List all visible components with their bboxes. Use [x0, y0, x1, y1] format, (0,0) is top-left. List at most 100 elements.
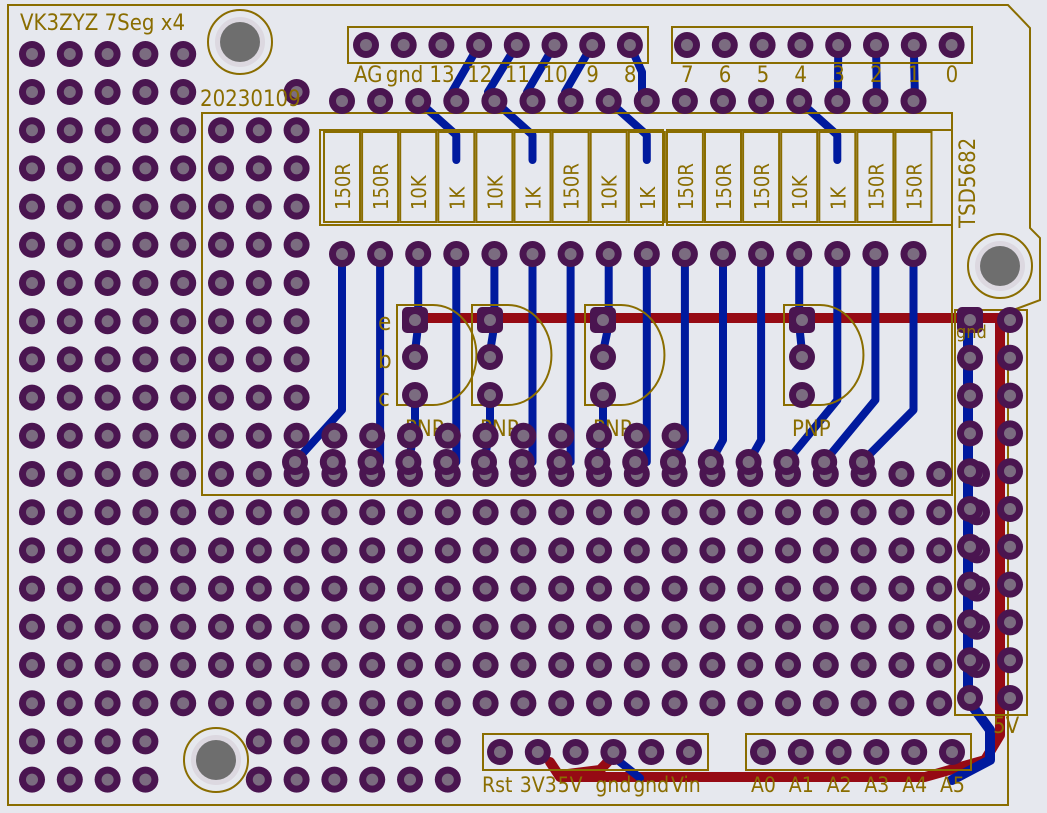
pad-hole [964, 578, 976, 591]
pad-hole [374, 248, 387, 260]
pad-hole [290, 315, 303, 328]
pad-hole [139, 391, 152, 404]
pad-hole [819, 620, 832, 633]
pad-hole [593, 582, 605, 595]
pad-hole [668, 659, 681, 671]
pad-hole [831, 95, 844, 107]
pad-hole [593, 506, 605, 519]
pad-hole [857, 697, 870, 710]
header-label: Rst [482, 773, 512, 797]
resistor-value: 1K [522, 186, 546, 210]
header-label: 9 [586, 63, 599, 88]
pad-hole [623, 39, 636, 51]
pad-hole [328, 582, 341, 595]
mount-hole [220, 22, 260, 62]
transistor-outline [471, 304, 553, 406]
mount-hole-ring [183, 727, 249, 793]
pad-hole [404, 773, 416, 786]
pad-hole [794, 746, 807, 758]
base-trace [411, 250, 423, 356]
resistor-body [894, 131, 933, 223]
pad-hole [630, 544, 643, 557]
pad-hole [744, 506, 757, 519]
pad-hole [564, 95, 577, 107]
pad-hole [366, 697, 379, 710]
pad-grid [19, 32, 1023, 793]
pad-hole [26, 735, 38, 748]
pad-hole [26, 277, 38, 289]
pad-hole [517, 620, 530, 633]
pad-hole [494, 746, 506, 758]
pad-hole [215, 124, 227, 137]
pad-hole [1004, 351, 1016, 364]
pad-hole [397, 39, 410, 51]
pad-hole [177, 200, 190, 213]
pad-hole [441, 506, 454, 519]
header-label: 4 [794, 63, 807, 88]
pad-hole [706, 620, 719, 633]
pad-hole [26, 582, 38, 595]
pad-hole [593, 429, 605, 442]
resistor-body [475, 131, 514, 223]
rail-outline [954, 309, 1028, 716]
header-label: 1 [908, 63, 921, 88]
pad-hole [933, 582, 946, 595]
pad-hole [908, 746, 921, 758]
pad-hole [831, 248, 844, 260]
transistor-outline [584, 304, 666, 406]
header-power-outline [482, 733, 709, 771]
pad-hole [177, 277, 190, 289]
resistor-value: 10K [788, 174, 812, 210]
pad-hole [101, 48, 114, 60]
pad-hole [26, 506, 38, 519]
pad-hole [290, 353, 303, 366]
transistor-label: PNP [792, 417, 831, 442]
pad-hole [782, 544, 794, 557]
pad-hole [895, 620, 908, 633]
pad-hole [252, 735, 265, 748]
header-label: 3 [832, 63, 845, 88]
pad-hole [139, 277, 152, 289]
pad-hole [26, 391, 38, 404]
pad-hole [139, 200, 152, 213]
pad-hole [290, 238, 303, 251]
pad-hole [101, 391, 114, 404]
pad-hole [26, 544, 38, 557]
pad-hole [63, 697, 76, 710]
pad-hole [26, 48, 38, 60]
pad-hole [366, 659, 379, 671]
pad-hole [215, 429, 227, 442]
pad-hole [26, 620, 38, 633]
pad-hole [484, 314, 496, 326]
pad-hole [744, 620, 757, 633]
pad-hole [488, 95, 501, 107]
pad-hole [101, 277, 114, 289]
pad-hole [101, 506, 114, 519]
pad-hole [409, 351, 421, 363]
pad-hole [252, 238, 265, 251]
pad-hole [1004, 314, 1016, 326]
pad-hole [328, 620, 341, 633]
pad-hole [793, 248, 806, 260]
pad-hole [26, 86, 38, 98]
pad-hole [26, 697, 38, 710]
pad-hole [1004, 654, 1016, 667]
header-label: 10 [543, 63, 568, 88]
pad-hole [479, 544, 492, 557]
pad-hole [404, 506, 416, 519]
pad-hole [290, 86, 303, 98]
display-module-outline [201, 112, 953, 496]
header-label: 5 [757, 63, 770, 88]
pad-hole [517, 697, 530, 710]
resistor-body [361, 131, 400, 223]
pad-hole [782, 506, 794, 519]
pad-hole [678, 248, 691, 260]
pad-hole [26, 353, 38, 366]
resistor-value: 10K [483, 174, 507, 210]
pad-hole [63, 773, 76, 786]
pad-hole [478, 456, 490, 468]
pad-hole [933, 659, 946, 671]
pad-hole [630, 506, 643, 519]
pad-hole [819, 506, 832, 519]
header-label: Vin [671, 773, 701, 797]
